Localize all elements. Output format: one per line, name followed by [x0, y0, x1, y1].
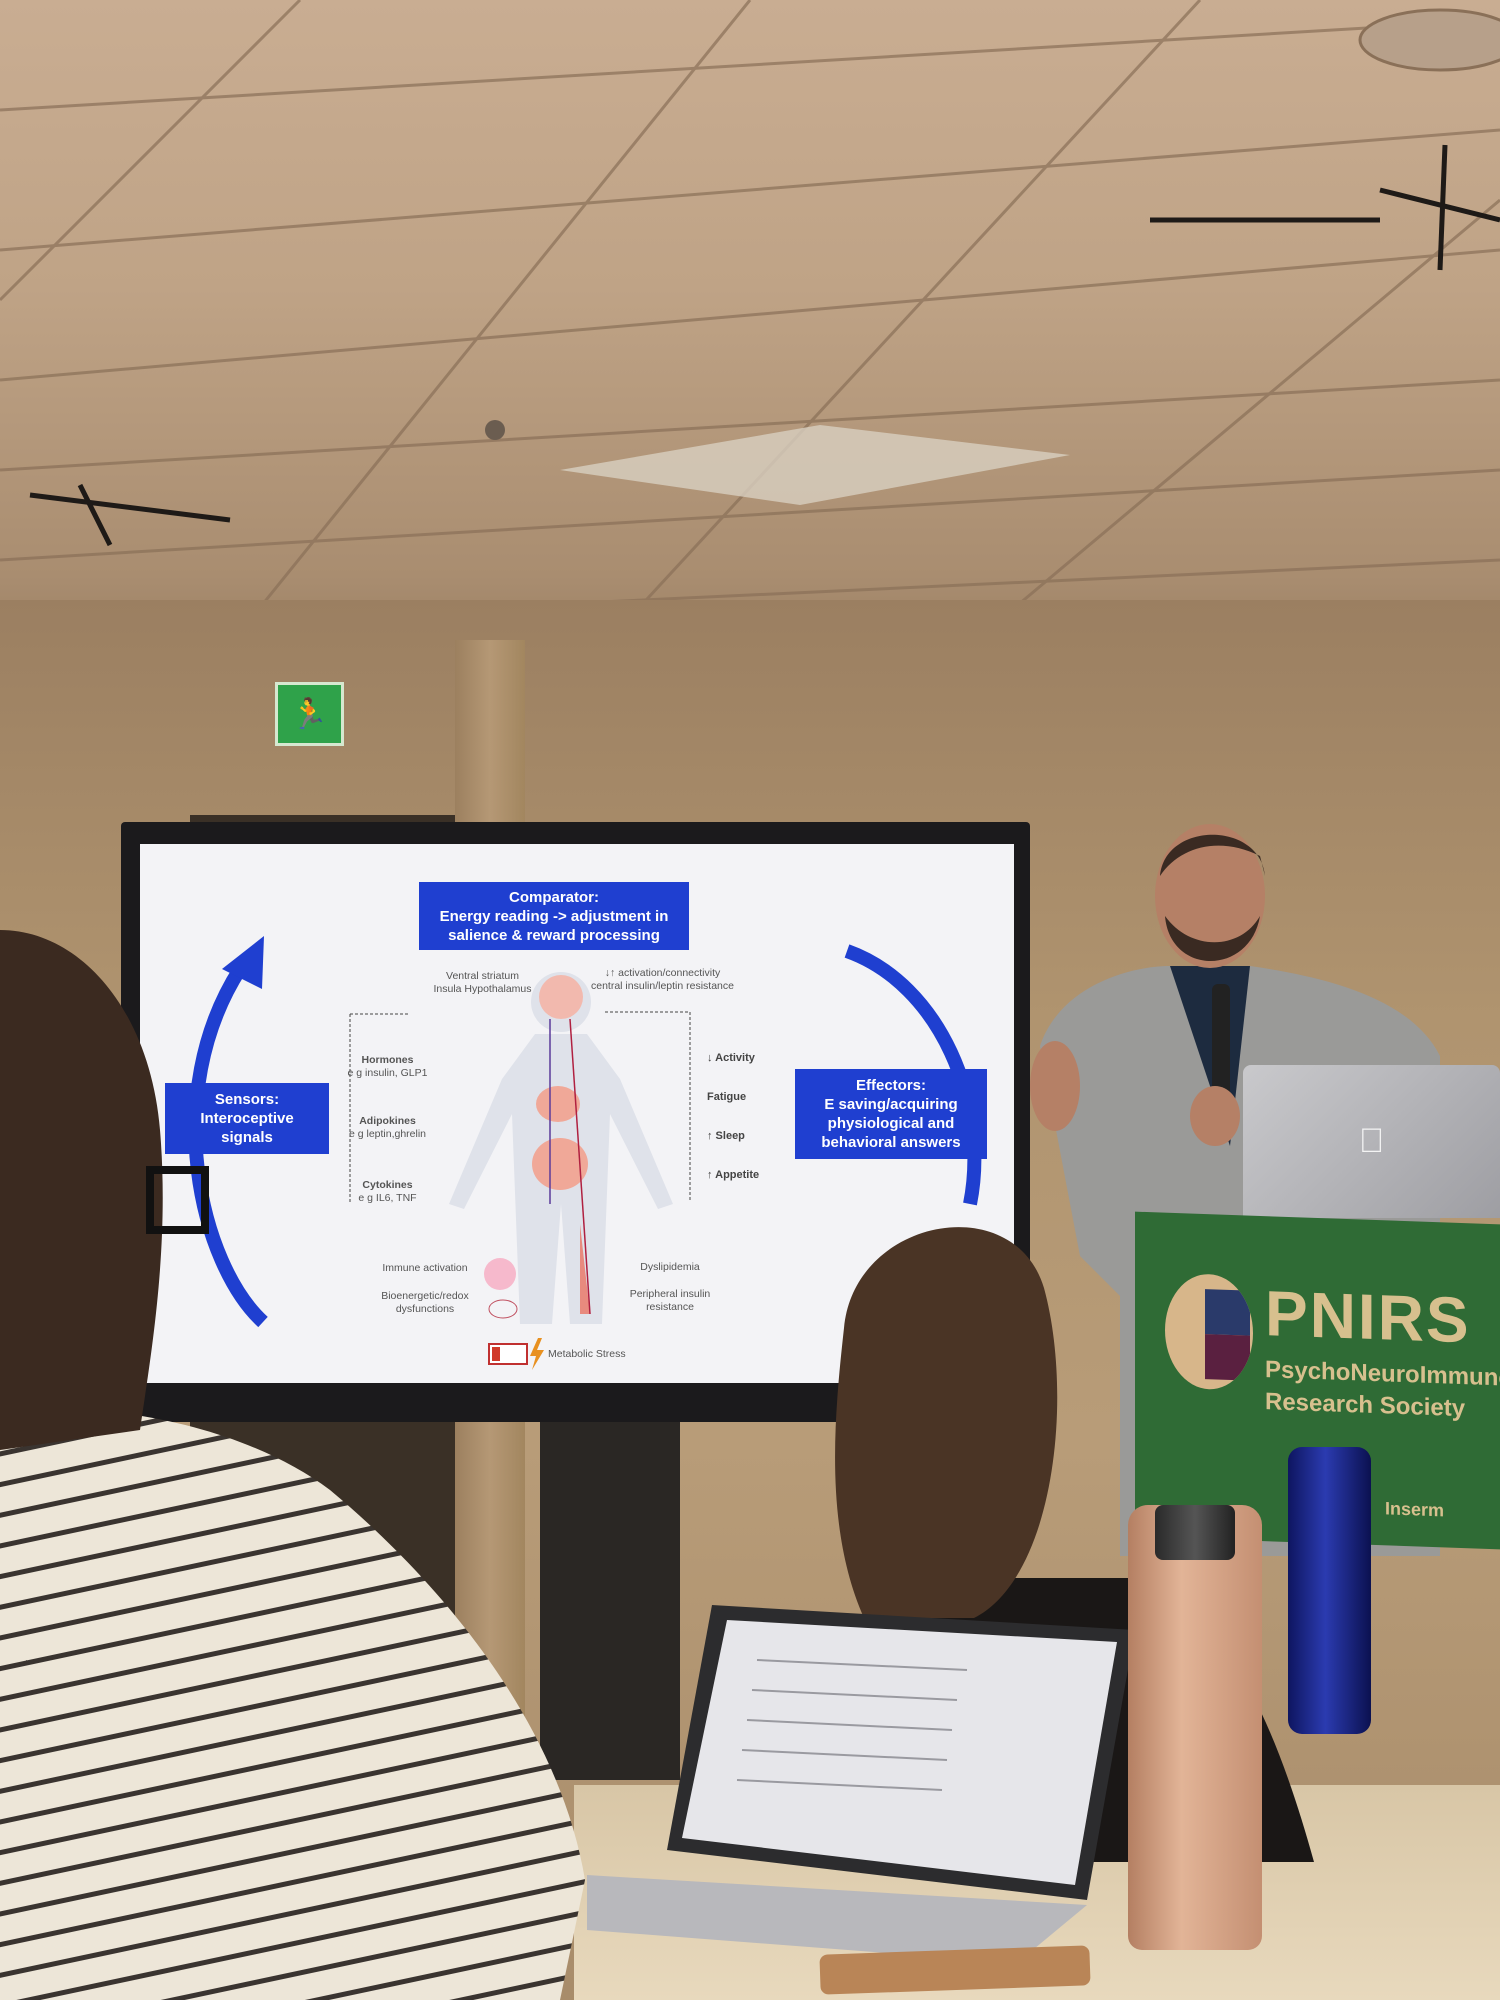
signal-adipokines: Adipokines e g leptin,ghrelin: [335, 1115, 440, 1141]
effectors-line1: E saving/acquiring: [824, 1096, 958, 1113]
bioenergetic-label: Bioenergetic/redox dysfunctions: [370, 1290, 480, 1316]
eyeglasses: [146, 1166, 209, 1234]
effectors-line3: behavioral answers: [821, 1134, 961, 1151]
peripheral-line2: resistance: [646, 1301, 694, 1313]
sensors-line1: Interoceptive: [200, 1110, 294, 1127]
brain-changes-line1: ↓↑ activation/connectivity: [604, 967, 721, 979]
dyslipidemia-label: Dyslipidemia: [640, 1261, 700, 1273]
ceiling-grid: [0, 0, 1500, 652]
immune-activation-label: Immune activation: [382, 1262, 468, 1274]
slide-graphics: [188, 936, 982, 1370]
brain-changes-label: ↓↑ activation/connectivity central insul…: [580, 967, 745, 993]
lightning-icon: [530, 1338, 544, 1370]
effectors-title: Effectors:: [855, 1077, 926, 1094]
peripheral-line1: Peripheral insulin: [629, 1288, 711, 1300]
effectors-box: Effectors: E saving/acquiring physiologi…: [795, 1069, 987, 1159]
audience-member-foreground: [0, 930, 585, 2000]
sensors-title: Sensors:: [214, 1091, 280, 1108]
signal-name: Cytokines: [362, 1179, 413, 1191]
mitochondria-icon: [488, 1299, 518, 1319]
comparator-box: Comparator: Energy reading -> adjustment…: [419, 882, 689, 950]
comparator-line2: salience & reward processing: [448, 926, 660, 944]
signal-name: Adipokines: [359, 1115, 416, 1127]
blue-water-bottle: [1288, 1447, 1371, 1734]
microphone: [1212, 984, 1230, 1104]
signal-example: e g IL6, TNF: [358, 1192, 417, 1204]
running-man-exit-icon: 🏃: [290, 697, 329, 731]
answer-appetite: ↑ Appetite: [707, 1169, 760, 1181]
apple-logo-icon: : [1359, 1122, 1385, 1161]
screen-stand: [540, 1420, 680, 1780]
effectors-line2: physiological and: [827, 1115, 955, 1132]
light-panel: [560, 425, 1070, 505]
arrowhead-icon: [222, 936, 264, 989]
laptop-keyboard-deck: [587, 1875, 1087, 1963]
signal-name: Hormones: [361, 1054, 414, 1066]
signal-example: e g leptin,ghrelin: [348, 1128, 427, 1140]
bioenergetic-line2: dysfunctions: [395, 1303, 455, 1315]
brain-regions-label: Ventral striatum Insula Hypothalamus: [425, 970, 540, 996]
immune-cell-icon: [484, 1258, 516, 1290]
peripheral-insulin-label: Peripheral insulin resistance: [615, 1288, 725, 1314]
answer-fatigue: Fatigue: [707, 1091, 747, 1103]
comparator-title: Comparator:: [508, 888, 599, 906]
sensors-line2: signals: [221, 1129, 273, 1146]
signal-cytokines: Cytokines e g IL6, TNF: [335, 1179, 440, 1205]
comparator-line1: Energy reading -> adjustment in: [439, 907, 669, 925]
pink-water-bottle: [1128, 1505, 1262, 1950]
metabolic-stress-label: Metabolic Stress: [548, 1348, 626, 1360]
answer-sleep: ↑ Sleep: [707, 1130, 745, 1142]
brain-regions-line2: Insula Hypothalamus: [433, 983, 532, 995]
bioenergetic-line1: Bioenergetic/redox: [381, 1290, 469, 1302]
brain-changes-line2: central insulin/leptin resistance: [591, 980, 734, 992]
answer-activity: ↓ Activity: [707, 1052, 755, 1064]
dell-laptop: [587, 1605, 1135, 1963]
exit-sign: 🏃: [275, 682, 344, 746]
brain-icon: [539, 975, 583, 1019]
sensors-box: Sensors: Interoceptive signals: [165, 1083, 329, 1154]
signal-hormones: Hormones e g insulin, GLP1: [335, 1054, 440, 1080]
effectors-arrow-arc: [844, 944, 982, 1206]
brain-regions-line1: Ventral striatum: [446, 970, 519, 982]
organs: [532, 1086, 590, 1314]
banner-sponsor: Inserm: [1385, 1498, 1445, 1521]
laptop-screen: [682, 1620, 1117, 1885]
signal-example: e g insulin, GLP1: [347, 1067, 428, 1079]
macbook-laptop: : [1243, 1065, 1500, 1218]
bottle-cap: [1155, 1505, 1235, 1560]
